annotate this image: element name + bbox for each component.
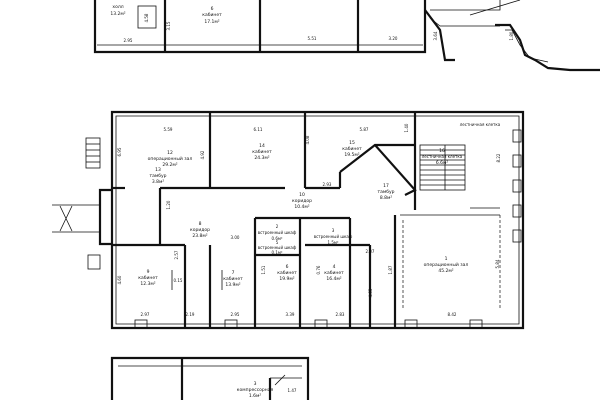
room-area: 19.5м² — [344, 152, 359, 158]
dim-label: 1.51 — [261, 265, 266, 274]
room-name: кабинет — [277, 270, 297, 276]
dim-label: 1.47 — [288, 388, 297, 393]
top-dim: 3.15 — [166, 21, 171, 30]
room-area: 1.5м² — [328, 240, 339, 245]
room-name: встроенный шкаф — [258, 230, 297, 235]
room-number: 17 — [383, 183, 389, 189]
room-name: кабинет — [252, 149, 272, 155]
room-name: кабинет — [342, 146, 362, 152]
room-number: 12 — [167, 150, 173, 156]
room-area: 0.1м² — [272, 250, 283, 255]
room-area: 8.8м² — [380, 195, 393, 201]
room-name: кабинет — [138, 275, 158, 281]
room-name: кабинет — [223, 276, 243, 282]
dim-label: 4.92 — [200, 150, 205, 159]
room-name: компрессорная — [237, 388, 274, 393]
room-area: 6.6м² — [436, 160, 449, 166]
dim-label: 0.76 — [316, 265, 321, 274]
room-area: 13.9м² — [225, 282, 240, 288]
dim-label: 3.39 — [286, 312, 295, 317]
room-area: 23.8м² — [192, 233, 207, 239]
room-area: 1.6м² — [249, 393, 262, 399]
room-number: 4 — [333, 264, 336, 270]
room-number: 13 — [155, 167, 161, 173]
room-number: 7 — [232, 270, 235, 276]
room-number: 9 — [147, 269, 150, 275]
dim-label: 2.95 — [231, 312, 240, 317]
dim-label: 2.93 — [323, 182, 332, 187]
room-name: встроенный шкаф — [258, 245, 297, 250]
room-number: 2 — [276, 224, 279, 229]
main-block-labels: 5.59 6.11 5.87 1.40 4.92 4.08 лестничная… — [117, 122, 501, 317]
room-b-name: кабинет — [202, 12, 222, 18]
dim-label: 1.87 — [388, 265, 393, 274]
dim-label: 2.57 — [174, 250, 179, 259]
top-block-labels: холл 13.2м² 6 кабинет 17.1м² 2.95 4.58 3… — [110, 5, 514, 43]
room-area: 12.3м² — [140, 281, 155, 287]
dim-label: 3.00 — [231, 235, 240, 240]
top-dim: 3.20 — [389, 36, 398, 41]
room-number: 3 — [254, 381, 257, 387]
room-name: коридор — [292, 199, 312, 204]
room-area: 45.2м² — [438, 268, 453, 274]
main-block — [52, 110, 525, 330]
room-name: встроенный шкаф — [314, 234, 353, 239]
dim-label: 1.40 — [404, 123, 409, 132]
top-dim: 4.58 — [144, 13, 149, 22]
dim-label: 2.97 — [141, 312, 150, 317]
room-area: 3.8м² — [152, 179, 165, 185]
room-area: 16.4м² — [326, 276, 341, 282]
top-block — [93, 0, 600, 72]
room-number: 14 — [259, 143, 265, 149]
room-number: 10 — [299, 192, 305, 198]
dim-label: 1.20 — [166, 200, 171, 209]
room-area: 29.2м² — [162, 162, 177, 168]
dim-label: 8.42 — [448, 312, 457, 317]
room-name: операционный зал — [424, 261, 469, 268]
room-area: 19.9м² — [279, 276, 294, 282]
room-number: 1 — [445, 256, 448, 262]
dim-label: 5.87 — [360, 127, 369, 132]
room-area: 24.3м² — [254, 155, 269, 161]
room-b-number: 6 — [211, 6, 214, 12]
room-number: 5 — [276, 240, 279, 245]
bottom-block-labels: 3 компрессорная 1.6м² 1.47 — [237, 381, 297, 399]
room-number: 6 — [286, 264, 289, 270]
dim-label: 2.07 — [366, 249, 375, 254]
room-name: тамбур — [149, 173, 166, 179]
dim-label: 8.22 — [496, 153, 501, 162]
dim-label: 2.83 — [336, 312, 345, 317]
room-number: 15 — [349, 140, 355, 146]
room-number: 3 — [332, 228, 335, 233]
dim-label: 4.08 — [305, 135, 310, 144]
room-b-area: 17.1м² — [204, 19, 219, 25]
room-area: 0.6м² — [272, 236, 283, 241]
stair-label: лестничная клетка — [460, 122, 501, 127]
room-name: лестничная клетка — [422, 154, 463, 159]
dim-label: 5.84 — [495, 259, 500, 268]
room-number: 16 — [439, 148, 445, 154]
room-a-name: холл — [112, 5, 123, 10]
dim-label: 6.11 — [254, 127, 263, 132]
dim-label: 6.95 — [117, 147, 122, 156]
bottom-block — [110, 356, 310, 400]
dim-label: 0.15 — [174, 278, 183, 283]
room-name: тамбур — [377, 189, 394, 195]
top-dim: 1.80 — [509, 31, 514, 40]
room-area: 10.4м² — [294, 204, 309, 210]
top-dim: 5.51 — [308, 36, 317, 41]
top-dim: 2.95 — [124, 38, 133, 43]
room-name: коридор — [190, 228, 210, 233]
room-name: кабинет — [324, 270, 344, 276]
dim-label: 5.59 — [164, 127, 173, 132]
room-name: операционный зал — [148, 155, 193, 162]
dim-label: 4.85 — [368, 288, 373, 297]
room-a-area: 13.2м² — [110, 11, 125, 17]
dim-label: 2.19 — [186, 312, 195, 317]
room-number: 8 — [199, 221, 202, 227]
dim-label: 4.60 — [117, 275, 122, 284]
top-dim: 3.64 — [433, 31, 438, 40]
